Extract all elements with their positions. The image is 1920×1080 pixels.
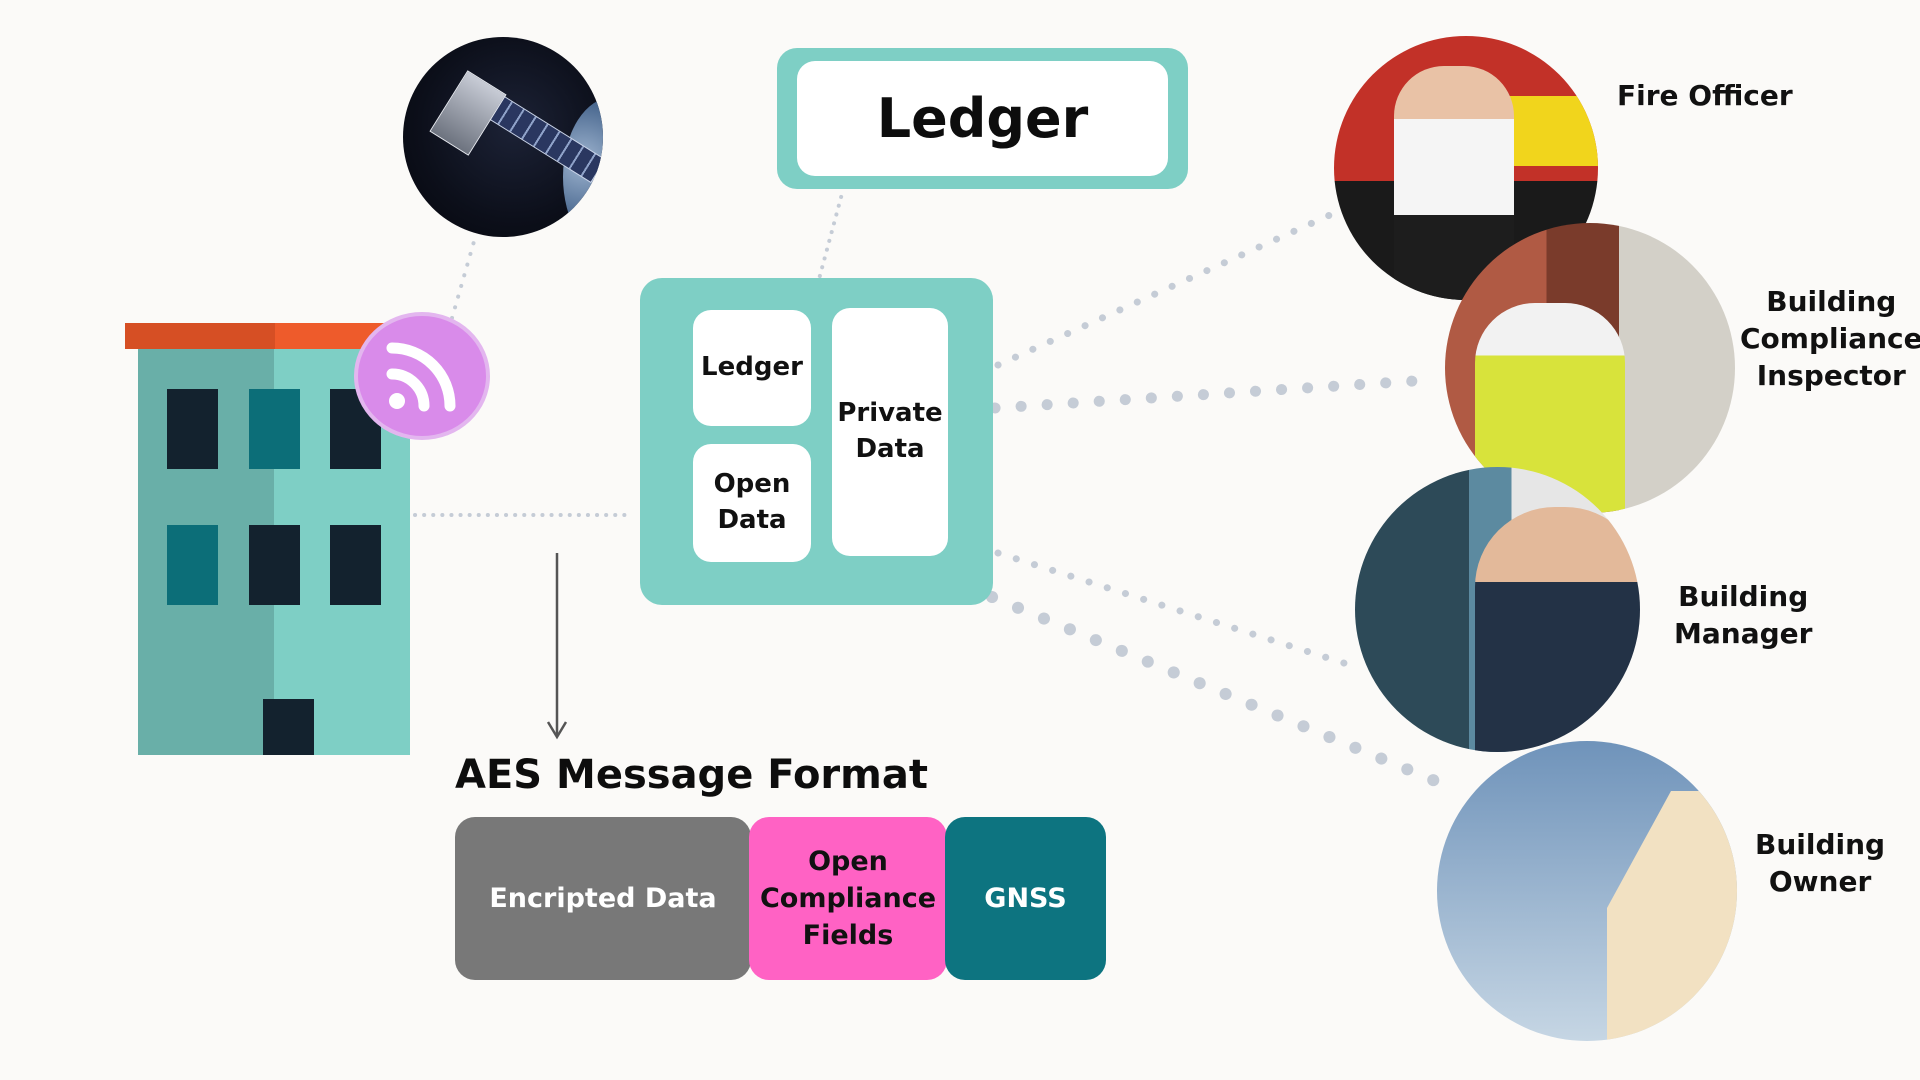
- building-manager-photo: [1355, 467, 1640, 752]
- building-window: [249, 525, 300, 605]
- building-roof: [125, 323, 410, 349]
- owner-connector: [986, 591, 1451, 791]
- gnss-segment: GNSS: [945, 817, 1106, 980]
- wifi-signal-icon: [358, 316, 486, 436]
- building-owner-photo: [1437, 741, 1737, 1041]
- encrypted-data-segment: Encripted Data: [455, 817, 751, 980]
- fire-officer-connector: [994, 211, 1334, 369]
- ledger-box: Ledger: [777, 48, 1188, 189]
- open-compliance-segment: Open Compliance Fields: [749, 817, 947, 980]
- building-window: [167, 525, 218, 605]
- private-data-box: Private Data: [832, 308, 948, 556]
- fire-officer-label: Fire Officer: [1617, 79, 1793, 112]
- ledger-data-box: Ledger: [693, 310, 811, 426]
- manager-connector: [994, 549, 1354, 669]
- down-arrow: [546, 553, 568, 740]
- building-wall: [138, 349, 410, 755]
- aes-title: AES Message Format: [455, 752, 928, 798]
- building-icon: [125, 323, 410, 755]
- satellite-icon: [403, 37, 603, 237]
- satellite-connector: [450, 236, 477, 320]
- fire-officer-photo: [1334, 36, 1598, 300]
- ledger-title: Ledger: [797, 61, 1168, 176]
- open-data-box: Open Data: [693, 444, 811, 562]
- building-window: [167, 389, 218, 469]
- building-window: [249, 389, 300, 469]
- inspector-connector: [989, 374, 1436, 414]
- building-door: [263, 699, 314, 755]
- compliance-inspector-label: Building Compliance Inspector: [1740, 285, 1920, 393]
- data-node: Ledger Open Data Private Data: [640, 278, 993, 605]
- building-owner-label: Building Owner: [1755, 828, 1886, 899]
- building-manager-label: Building Manager: [1674, 580, 1813, 651]
- building-window: [330, 525, 381, 605]
